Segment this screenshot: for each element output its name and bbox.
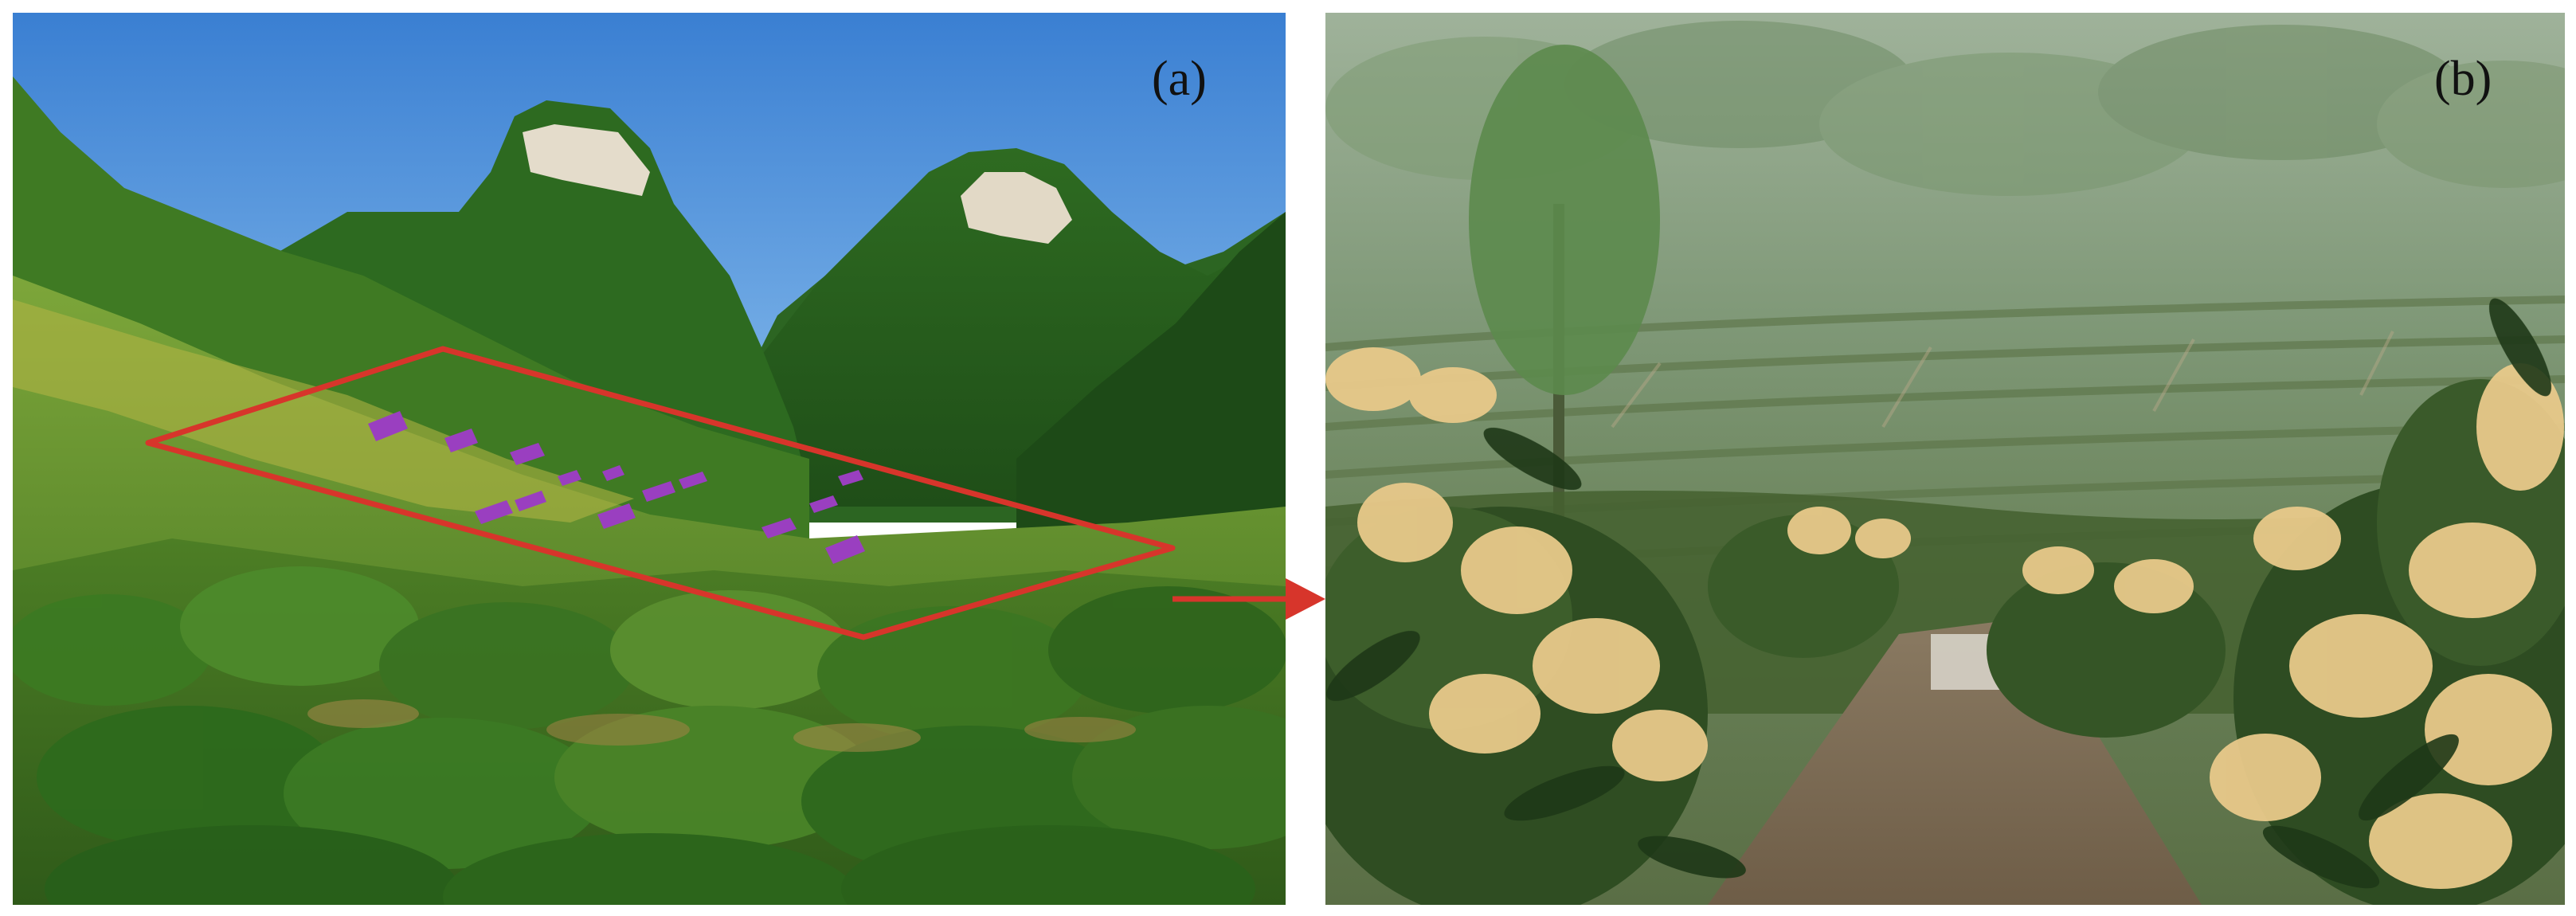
karst-orchard-photo — [13, 13, 1286, 905]
sample-plot — [510, 443, 545, 465]
sample-plot — [642, 481, 675, 502]
sample-plot — [558, 470, 581, 486]
sample-plot — [761, 518, 797, 538]
terrace-soil-lines — [1611, 331, 2394, 429]
mango-leaves — [1326, 298, 2552, 889]
flowering-orchard-photo — [1325, 13, 2565, 905]
orchard-bright-band — [13, 299, 634, 523]
sample-plot-markers — [368, 411, 865, 564]
soil-path — [1708, 618, 2202, 905]
right-peak-cliff — [961, 172, 1072, 244]
panel-b-label: (b) — [2434, 52, 2492, 106]
sample-plot — [679, 472, 707, 489]
photo-panel-b: (b) — [1325, 13, 2565, 905]
sample-plot — [602, 465, 624, 481]
arrow-head — [1286, 578, 1325, 620]
sample-plot — [515, 491, 546, 511]
sample-plot — [475, 500, 513, 524]
study-area-outline — [145, 346, 1176, 640]
sample-plot — [368, 411, 408, 441]
sample-plot — [444, 429, 478, 452]
sample-plot — [597, 503, 636, 529]
photo-panel-a: (a) — [13, 13, 1286, 905]
soil-patches — [307, 699, 1136, 752]
sample-plot — [809, 495, 838, 513]
mango-blossoms — [1325, 347, 2564, 889]
central-peak-cliff — [523, 124, 650, 196]
right-dark-slope — [1016, 212, 1286, 570]
tall-tree-crown — [1469, 45, 1660, 395]
sample-plot — [838, 470, 863, 486]
panel-a-label: (a) — [1152, 52, 1207, 106]
sample-plot — [825, 535, 865, 564]
